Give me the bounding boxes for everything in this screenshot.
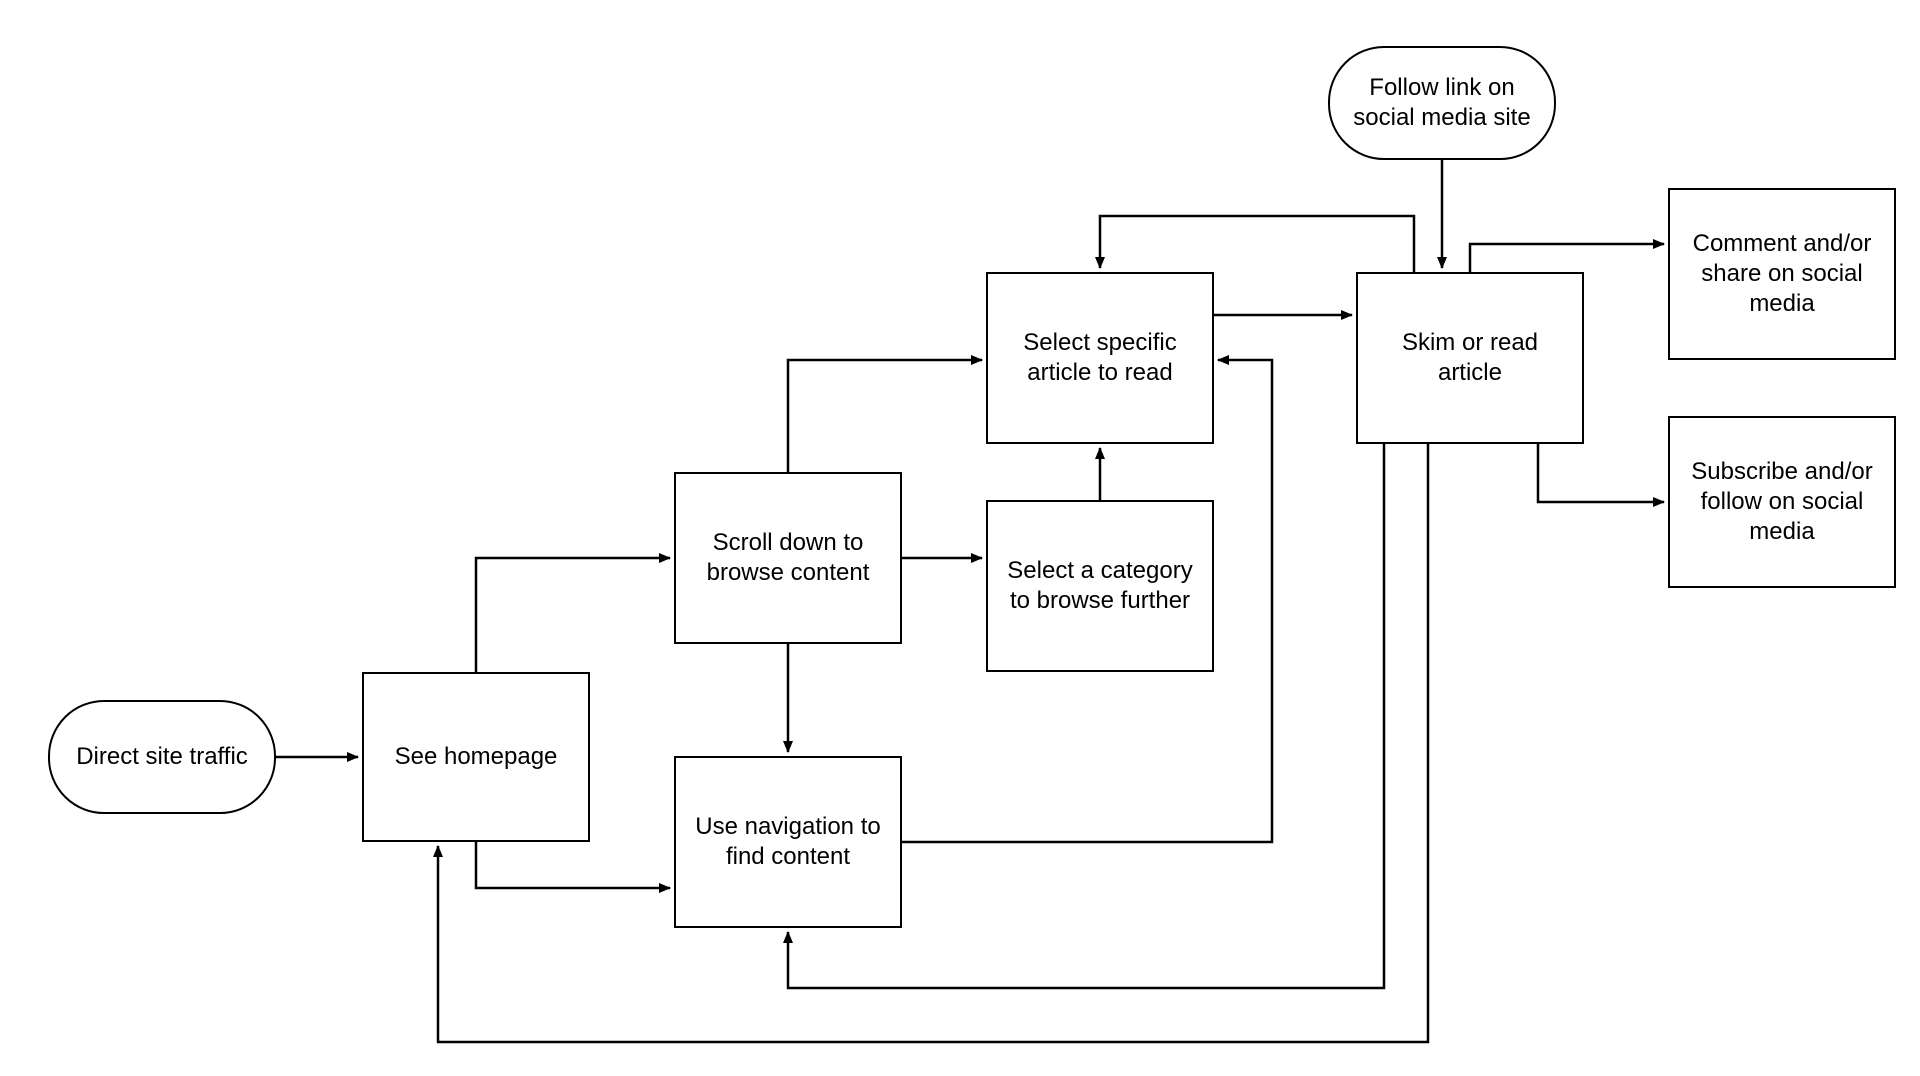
node-use-navigation[interactable]: Use navigation to find content: [674, 756, 902, 928]
node-comment-share[interactable]: Comment and/or share on social media: [1668, 188, 1896, 360]
node-label: Select a category to browse further: [1007, 557, 1193, 614]
node-select-category[interactable]: Select a category to browse further: [986, 500, 1214, 672]
arrow-use-navigation-to-select-article: [902, 355, 1274, 844]
node-select-article[interactable]: Select specific article to read: [986, 272, 1214, 444]
connector-group: [276, 160, 1665, 1044]
node-see-homepage[interactable]: See homepage: [362, 672, 590, 842]
node-subscribe-follow[interactable]: Subscribe and/or follow on social media: [1668, 416, 1896, 588]
node-label: Direct site traffic: [76, 743, 248, 770]
arrow-scroll-down-to-select-article: [786, 355, 983, 472]
node-skim-read[interactable]: Skim or read article: [1356, 272, 1584, 444]
node-scroll-down[interactable]: Scroll down to browse content: [674, 472, 902, 644]
arrow-skim-read-to-select-article: [1095, 214, 1416, 272]
node-label: Select specific article to read: [1023, 329, 1177, 386]
node-label: Comment and/or share on social media: [1692, 230, 1872, 317]
arrow-skim-read-to-subscribe-follow: [1536, 444, 1665, 507]
node-follow-link[interactable]: Follow link on social media site: [1328, 46, 1556, 160]
node-label: Follow link on social media site: [1353, 74, 1531, 131]
arrow-see-homepage-to-use-navigation: [474, 842, 671, 893]
arrow-see-homepage-to-scroll-down: [474, 553, 671, 672]
node-direct-site-traffic[interactable]: Direct site traffic: [48, 700, 276, 814]
arrow-skim-read-to-see-homepage: [433, 444, 1430, 1044]
node-label: Use navigation to find content: [695, 813, 881, 870]
node-label: Scroll down to browse content: [706, 529, 870, 586]
node-label: Subscribe and/or follow on social media: [1691, 458, 1873, 545]
arrow-skim-read-to-use-navigation: [783, 444, 1386, 990]
arrow-skim-read-to-comment-share: [1468, 239, 1665, 272]
node-label: See homepage: [394, 743, 558, 770]
node-label: Skim or read article: [1401, 329, 1539, 386]
